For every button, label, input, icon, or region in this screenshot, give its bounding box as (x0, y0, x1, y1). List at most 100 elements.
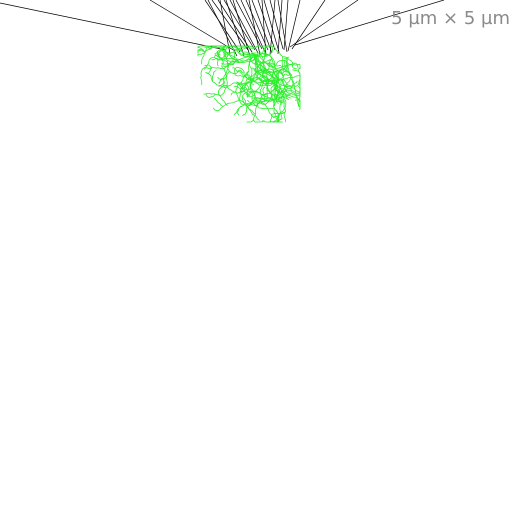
dendrite-branch (253, 80, 267, 87)
projection-line (245, 0, 269, 51)
dendrite-branch (221, 62, 228, 65)
dendrite-branch (283, 84, 288, 94)
dendrite-branch (212, 106, 224, 112)
dendrite-branch (197, 47, 205, 52)
dendrite-branch (254, 45, 273, 57)
dendrite-branch (248, 54, 259, 83)
dendrite-branch (261, 120, 274, 123)
dendrite-branch (249, 81, 261, 104)
dendrite-branch (236, 81, 245, 90)
projection-line (229, 0, 259, 54)
dendrite-branch (228, 81, 252, 87)
dendrite-branch (197, 51, 206, 57)
dendrite-branch (247, 90, 259, 96)
projection-line (263, 0, 280, 53)
dendrite-branch (205, 71, 213, 82)
projection-line (204, 0, 241, 53)
projection-line (294, 0, 445, 46)
dendrite-branch (283, 60, 288, 72)
dendrite-branch (271, 70, 275, 80)
projection-lines (0, 0, 445, 57)
dendrite-branch (261, 48, 266, 63)
projection-line (225, 0, 245, 57)
dendrite-branch (283, 92, 292, 99)
dendrite-branch (197, 45, 206, 48)
dendrite-branch (266, 85, 275, 108)
dendrite-branch (294, 93, 301, 101)
dendrite-branch (218, 49, 222, 56)
dendrite-branch (204, 45, 213, 48)
dendrite-branch (277, 71, 280, 82)
dendrite-branch (239, 100, 252, 113)
dendrite-branch (223, 58, 237, 70)
dendrite-branch (204, 67, 213, 70)
dendrite-branch (281, 69, 291, 76)
dendrite-branch (222, 99, 240, 107)
dendrite-branch (216, 49, 222, 55)
dendrite-branch (261, 69, 266, 76)
dendrite-branch (228, 57, 242, 63)
dendrite-branch (248, 53, 265, 79)
dendrite-branch (257, 106, 275, 110)
dendrite-branch (221, 45, 238, 49)
dendrite-branch (249, 55, 253, 62)
dendrite-branch (284, 88, 298, 97)
dendrite-branch (271, 89, 284, 96)
dendrite-branch (259, 91, 268, 96)
dendrite-branch (211, 70, 217, 82)
dendrite-branch (271, 58, 276, 71)
dendrite-branch (212, 81, 229, 88)
dendrite-branch (274, 84, 277, 98)
dendrite-branch (254, 79, 268, 96)
projection-line (211, 0, 249, 51)
dendrite-branch (259, 92, 274, 101)
dendrite-branch (284, 88, 299, 94)
dendrite-branch (256, 52, 272, 60)
projection-line (289, 0, 359, 48)
dendrite-branch (264, 68, 274, 72)
dendrite-branch (205, 93, 217, 98)
dendrite-branch (270, 84, 276, 95)
dendrite-branch (282, 56, 294, 64)
dendrite-branch (204, 64, 213, 68)
projection-line (277, 0, 288, 53)
projection-line (0, 2, 227, 51)
dendrite-branch (223, 70, 230, 80)
dendrite-branch (217, 59, 219, 67)
projection-line (149, 0, 236, 52)
dendrite-branch (236, 105, 243, 116)
dendrite-branch (236, 91, 243, 102)
dendrite-branch (264, 78, 271, 82)
dendrite-branch (282, 69, 291, 76)
dendrite-branch (287, 62, 301, 66)
dendrite-branch (278, 63, 288, 73)
dendrite-branch (212, 67, 225, 70)
dendrite-branch (246, 77, 256, 83)
dendrite-branch (214, 52, 222, 60)
dendrite-branch (254, 64, 261, 72)
dendrite-branch (238, 72, 247, 77)
projection-line (207, 0, 238, 57)
dendrite-branch (259, 94, 272, 105)
dendrite-branch (237, 71, 244, 76)
green-dendrite-arbor (197, 45, 301, 123)
dendrite-branch (273, 107, 279, 122)
dendrite-branch (298, 85, 301, 94)
dendrite-branch (267, 84, 277, 95)
dendrite-branch (259, 58, 272, 65)
dendrite-branch (208, 56, 229, 64)
dendrite-branch (237, 48, 249, 56)
dendrite-branch (271, 112, 284, 115)
dendrite-branch (246, 70, 255, 82)
dendrite-branch (259, 102, 272, 115)
dendrite-branch (238, 67, 251, 82)
dendrite-branch (253, 75, 263, 82)
dendrite-branch (257, 85, 268, 105)
dendrite-branch (296, 96, 300, 108)
dendrite-branch (276, 75, 301, 81)
dendrite-branch (220, 58, 225, 70)
dendrite-branch (243, 88, 255, 98)
dendrite-branch (279, 62, 287, 67)
